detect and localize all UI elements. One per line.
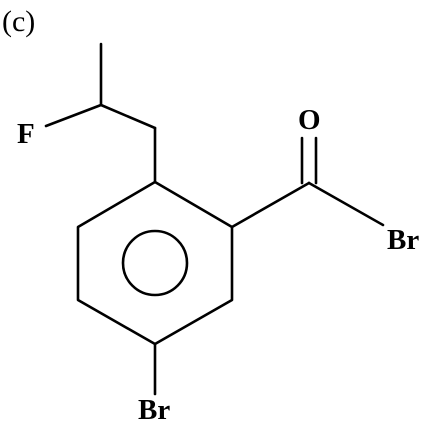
chain-bond [99,103,157,130]
ring-carbonyl-bond [230,181,311,229]
aromatic-circle [121,229,189,297]
benzene-ring [76,180,234,346]
fluorine-atom-label: F [17,118,35,150]
oxygen-atom-label: O [298,104,321,136]
c-f-bond [44,103,103,128]
c-br-bond [307,181,385,227]
ring-bromine-atom-label: Br [138,394,170,426]
panel-label: (c) [2,5,35,38]
acyl-bromine-atom-label: Br [387,224,419,256]
